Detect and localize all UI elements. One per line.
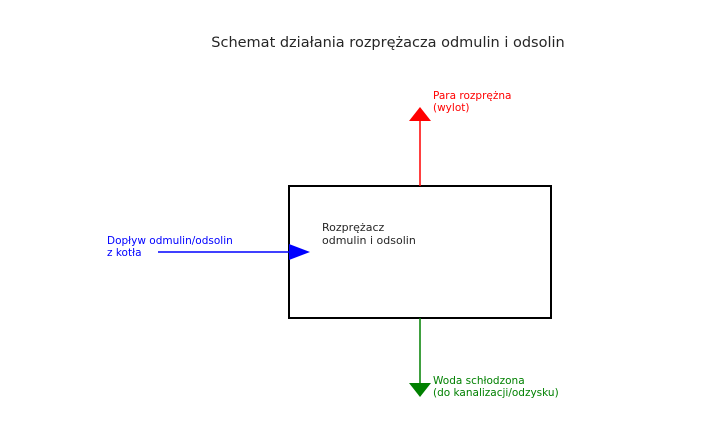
water-label-line1: Woda schłodzona — [433, 375, 525, 387]
inlet-label-line1: Dopływ odmulin/odsolin — [107, 235, 233, 247]
water-outlet-arrowhead — [409, 383, 431, 397]
steam-outlet-arrowhead — [409, 107, 431, 121]
inlet-arrowhead — [289, 244, 310, 260]
box-label-line1: Rozprężacz — [322, 221, 385, 234]
box-label-line2: odmulin i odsolin — [322, 234, 416, 247]
inlet-label-line2: z kotła — [107, 247, 142, 259]
flash-tank-box — [288, 185, 552, 319]
diagram-title: Schemat działania rozprężacza odmulin i … — [211, 35, 565, 51]
water-label-line2: (do kanalizacji/odzysku) — [433, 387, 559, 399]
steam-label-line1: Para rozprężna — [433, 90, 512, 102]
steam-label-line2: (wylot) — [433, 102, 470, 114]
